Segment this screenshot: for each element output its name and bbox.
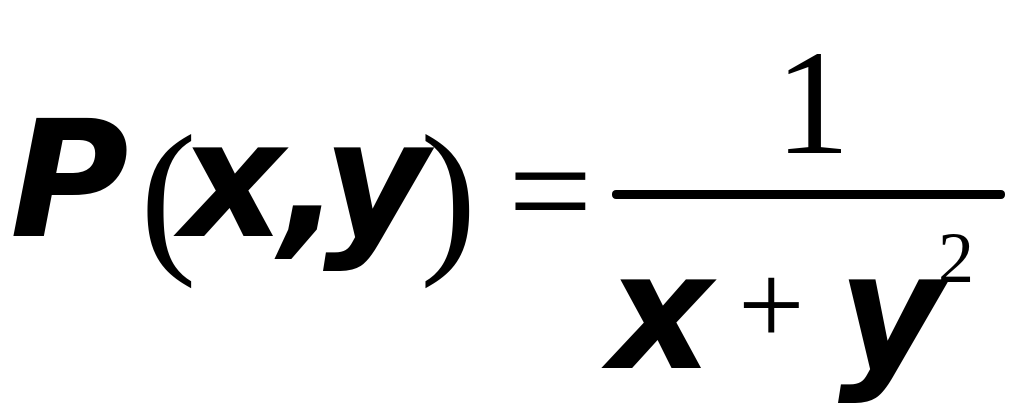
close-paren: ) — [420, 101, 477, 289]
plus-sign: + — [738, 239, 805, 370]
denominator-y: y — [838, 219, 944, 407]
denominator-x: x — [608, 219, 713, 407]
function-name: P — [10, 87, 129, 275]
open-paren: ( — [140, 101, 197, 289]
equals-sign: = — [508, 108, 593, 274]
fraction-numerator: 1 — [775, 20, 850, 186]
exponent: 2 — [938, 218, 974, 298]
argument-comma: , — [280, 87, 342, 275]
argument-x: x — [180, 87, 285, 275]
fraction-bar — [612, 190, 1005, 199]
argument-y: y — [323, 87, 429, 275]
